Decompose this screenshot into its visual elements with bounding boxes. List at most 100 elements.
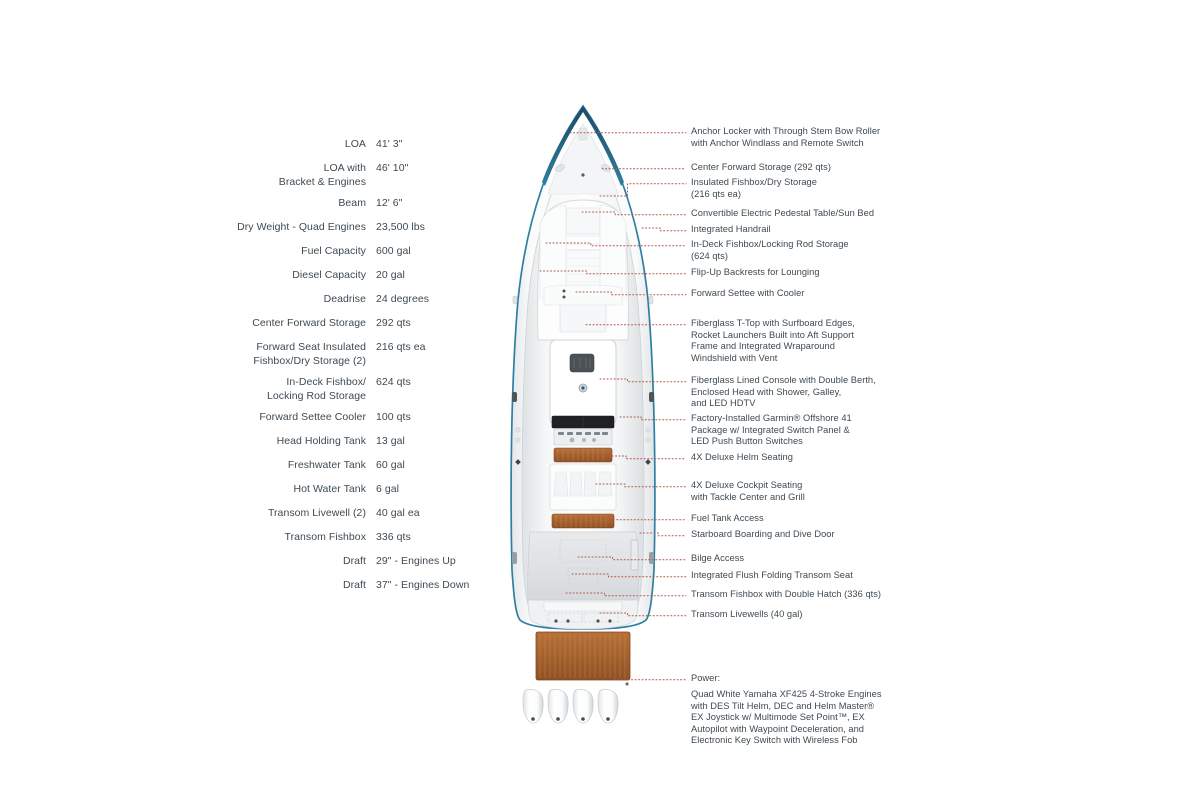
callout-label: Starboard Boarding and Dive Door — [691, 529, 835, 539]
spec-row: Draft 29" - Engines Up — [180, 555, 480, 571]
spec-row: Beam 12' 6" — [180, 197, 480, 213]
spec-value: 624 qts — [376, 376, 411, 388]
forward-seat-starboard — [599, 204, 627, 299]
boat-illustration — [488, 100, 678, 730]
helm-seats — [553, 471, 613, 497]
spec-label: Deadrise — [323, 293, 366, 305]
switch-panel — [553, 428, 613, 446]
spec-label: Hot Water Tank — [293, 483, 366, 495]
spec-label: Forward Seat Insulated Fishbox/Dry Stora… — [253, 341, 366, 367]
spec-value: 13 gal — [376, 435, 405, 447]
engine-3 — [572, 689, 594, 724]
callout-label: Power: — [691, 673, 721, 683]
spec-label: Fuel Capacity — [301, 245, 366, 257]
ttop-vent — [569, 353, 595, 373]
feature-callouts: Anchor Locker with Through Stem Bow Roll… — [691, 0, 991, 800]
spec-row: In-Deck Fishbox/ Locking Rod Storage 624 … — [180, 376, 480, 403]
callout-label: Flip-Up Backrests for Lounging — [691, 267, 820, 277]
callout-label: Anchor Locker with Through Stem Bow Roll… — [691, 126, 881, 148]
spec-value: 6 gal — [376, 483, 400, 495]
spec-label: In-Deck Fishbox/ Locking Rod Storage — [266, 376, 366, 402]
spec-value: 20 gal — [376, 269, 405, 281]
switch-panel-buttons — [558, 432, 608, 435]
anchor-windlass — [581, 173, 585, 177]
throttle-control — [592, 438, 596, 442]
backrest-hinge-port — [562, 289, 566, 293]
spec-value: 23,500 lbs — [376, 221, 425, 233]
spec-row: Forward Settee Cooler 100 qts — [180, 411, 480, 427]
swim-platform-grain — [539, 634, 626, 678]
spec-label: Head Holding Tank — [276, 435, 366, 447]
transom-fishbox-hatch-port — [547, 612, 583, 623]
bow-deck — [547, 123, 619, 195]
spec-value: 600 gal — [376, 245, 411, 257]
spec-value: 60 gal — [376, 459, 405, 471]
spec-label: Beam — [338, 197, 366, 209]
spec-label: Draft — [342, 579, 366, 591]
spec-label: Draft — [342, 555, 366, 567]
callout-label: Transom Fishbox with Double Hatch (336 q… — [691, 589, 882, 599]
callout-label: Convertible Electric Pedestal Table/Sun … — [691, 208, 875, 218]
callout-label: Center Forward Storage (292 qts) — [691, 162, 831, 172]
callout-label: Factory-Installed Garmin® Offshore 41 Pa… — [691, 413, 852, 447]
forward-seat-port — [539, 204, 567, 299]
spec-label: Transom Livewell (2) — [267, 507, 366, 519]
spec-label: Diesel Capacity — [292, 269, 366, 281]
callout-label: Quad White Yamaha XF425 4-Stroke Engines… — [691, 689, 882, 746]
spec-value: 216 qts ea — [376, 341, 426, 353]
fuel-tank-access-hatch — [559, 539, 607, 563]
boat-top-view-svg — [510, 104, 656, 724]
spec-row: Deadrise 24 degrees — [180, 293, 480, 309]
spec-row: Transom Fishbox 336 qts — [180, 531, 480, 547]
spec-row: Transom Livewell (2) 40 gal ea — [180, 507, 480, 523]
bow-cleat-starboard — [601, 164, 611, 172]
starboard-dive-door — [630, 539, 639, 571]
spec-value: 46' 10" — [376, 162, 409, 174]
teak-swim-platform — [535, 631, 631, 681]
engine-4 — [597, 689, 619, 724]
spec-label: Center Forward Storage — [252, 317, 366, 329]
callout-label: Integrated Flush Folding Transom Seat — [691, 570, 853, 580]
spec-label: Transom Fishbox — [284, 531, 366, 543]
spec-label: Forward Settee Cooler — [259, 411, 366, 423]
cockpit-floor — [527, 531, 639, 601]
spec-value: 336 qts — [376, 531, 411, 543]
spec-value: 24 degrees — [376, 293, 430, 305]
bow-tip-accent — [542, 106, 624, 186]
callout-label: Transom Livewells (40 gal) — [691, 609, 803, 619]
spec-row: LOA 41' 3" — [180, 138, 480, 154]
callout-label: In-Deck Fishbox/Locking Rod Storage (624… — [691, 239, 849, 261]
helm-wheel — [569, 437, 575, 443]
engine-2 — [547, 689, 569, 724]
spec-label: Dry Weight - Quad Engines — [237, 221, 366, 233]
platform-fitting — [625, 682, 629, 686]
spec-value: 41' 3" — [376, 138, 403, 150]
spec-row: Dry Weight - Quad Engines 23,500 lbs — [180, 221, 480, 237]
callout-label: Fiberglass T-Top with Surfboard Edges, R… — [691, 318, 855, 363]
spec-row: Diesel Capacity 20 gal — [180, 269, 480, 285]
joystick-control — [582, 438, 586, 442]
bow-roller — [578, 127, 588, 141]
callout-label: 4X Deluxe Helm Seating — [691, 452, 793, 462]
center-forward-storage-hatch — [565, 207, 601, 235]
callout-label: Fuel Tank Access — [691, 513, 764, 523]
compass-center — [581, 386, 585, 390]
spec-value: 29" - Engines Up — [376, 555, 456, 567]
engine-1 — [522, 689, 544, 724]
hull-side-hardware — [512, 295, 654, 564]
spec-value: 37" - Engines Down — [376, 579, 470, 591]
spec-value: 12' 6" — [376, 197, 403, 209]
spec-value: 40 gal ea — [376, 507, 420, 519]
forward-settee — [543, 284, 623, 306]
spec-label: LOA — [344, 138, 366, 150]
callout-label: Insulated Fishbox/Dry Storage (216 qts e… — [691, 177, 817, 199]
callout-label: Forward Settee with Cooler — [691, 288, 805, 298]
spec-value: 100 qts — [376, 411, 411, 423]
callout-label: Integrated Handrail — [691, 224, 771, 234]
cockpit-seat-teak — [551, 513, 615, 529]
console-ttop — [549, 339, 617, 425]
